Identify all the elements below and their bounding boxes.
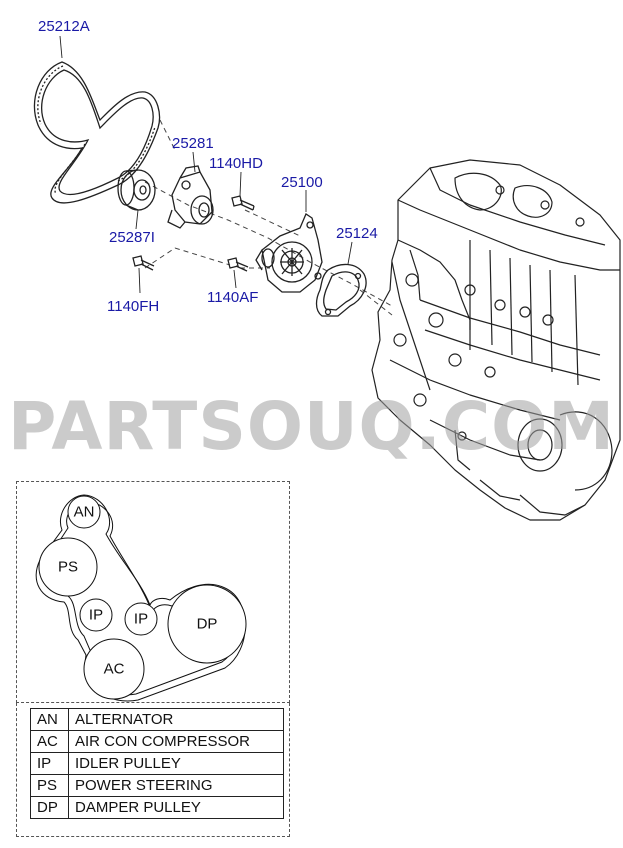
part-label-25287I[interactable]: 25287I (109, 229, 155, 246)
bolt-1140HD-illustration (231, 195, 255, 211)
part-label-25100[interactable]: 25100 (281, 174, 323, 191)
legend-name: AIR CON COMPRESSOR (68, 730, 284, 753)
part-label-1140HD[interactable]: 1140HD (209, 155, 263, 172)
part-label-25212A[interactable]: 25212A (38, 18, 90, 35)
pulley-label-ip-left: IP (89, 607, 103, 624)
belt-path-outer (35, 494, 246, 702)
legend-row: IP IDLER PULLEY (30, 752, 284, 775)
engine-block-illustration (371, 159, 621, 521)
tensioner-illustration (167, 165, 214, 229)
legend-row: AN ALTERNATOR (30, 708, 284, 731)
belt-routing-box (16, 481, 290, 703)
legend-name: POWER STEERING (68, 774, 284, 797)
gasket-illustration (315, 263, 367, 317)
pulley-ac-circle (83, 638, 145, 700)
part-label-25124[interactable]: 25124 (336, 225, 378, 242)
pulley-ps-circle (38, 537, 98, 597)
bolt-1140AF-illustration (227, 257, 249, 272)
legend-box (16, 703, 290, 837)
pulley-ip2-circle (124, 602, 158, 636)
part-label-1140FH[interactable]: 1140FH (107, 298, 160, 315)
legend-row: PS POWER STEERING (30, 774, 284, 797)
legend-name: IDLER PULLEY (68, 752, 284, 775)
legend-name: ALTERNATOR (68, 708, 284, 731)
pulley-label-ip-right: IP (134, 611, 148, 628)
bolt-1140FH-illustration (132, 255, 155, 271)
legend-code: PS (30, 774, 69, 797)
pulley-label-an: AN (74, 504, 95, 521)
legend-name: DAMPER PULLEY (68, 796, 284, 819)
pulley-label-ps: PS (58, 559, 78, 576)
legend-table: AN ALTERNATOR AC AIR CON COMPRESSOR IP I… (30, 708, 284, 819)
legend-code: DP (30, 796, 69, 819)
water-pump-illustration (255, 213, 323, 293)
legend-row: DP DAMPER PULLEY (30, 796, 284, 819)
pulley-dp-circle (167, 584, 247, 664)
assembly-guide-lines (144, 119, 393, 316)
pulley-ip1-circle (79, 598, 113, 632)
legend-row: AC AIR CON COMPRESSOR (30, 730, 284, 753)
part-label-25281[interactable]: 25281 (172, 135, 214, 152)
legend-code: AN (30, 708, 69, 731)
pulley-label-dp: DP (197, 616, 218, 633)
pulley-label-ac: AC (104, 661, 125, 678)
part-label-1140AF[interactable]: 1140AF (207, 289, 259, 306)
pulley-an-circle (67, 495, 101, 529)
legend-code: IP (30, 752, 69, 775)
legend-code: AC (30, 730, 69, 753)
leader-lines (59, 35, 353, 294)
